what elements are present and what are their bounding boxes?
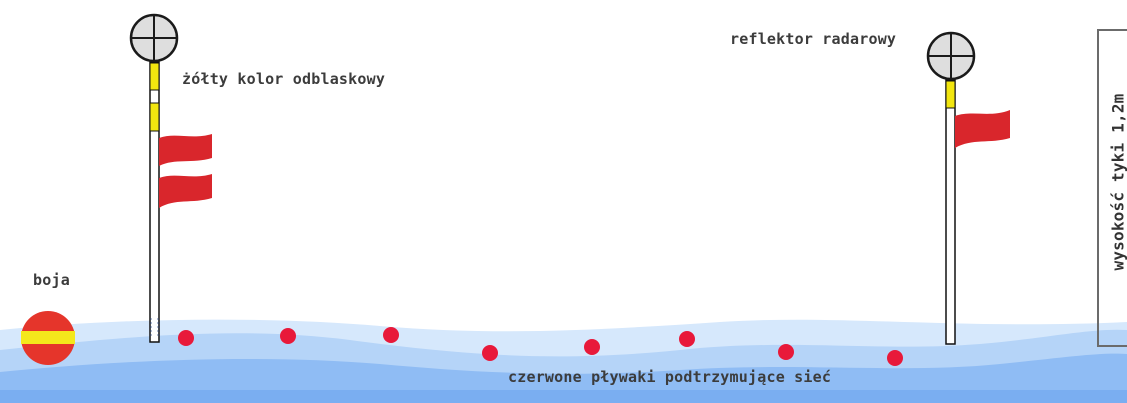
left-upper-flag-icon [159, 134, 212, 166]
floats [178, 327, 903, 366]
left-radar-reflector-icon [129, 13, 179, 63]
float-icon [679, 331, 695, 347]
buoy-icon [21, 311, 75, 365]
float-icon [383, 327, 399, 343]
float-icon [778, 344, 794, 360]
reflective-color-label: żółty kolor odblaskowy [182, 70, 386, 88]
right-pole [926, 31, 1010, 345]
left-reflective-band-bottom [149, 102, 160, 132]
left-pole [129, 13, 212, 343]
right-radar-reflector-icon [926, 31, 976, 81]
float-icon [482, 345, 498, 361]
pole-height-label: wysokość tyki 1,2m [1108, 93, 1127, 271]
water [0, 319, 1127, 403]
left-lower-flag-icon [159, 174, 212, 208]
floats-label: czerwone pływaki podtrzymujące sieć [508, 368, 832, 386]
right-flag-icon [955, 110, 1010, 148]
right-reflective-band [945, 80, 956, 109]
float-icon [178, 330, 194, 346]
height-dimension [1097, 29, 1127, 347]
left-reflective-band-top [149, 62, 160, 91]
right-pole-shaft [945, 79, 956, 345]
radar-reflector-label: reflektor radarowy [730, 30, 897, 48]
buoy-label: boja [33, 271, 70, 289]
float-icon [280, 328, 296, 344]
float-icon [887, 350, 903, 366]
water-bottom [0, 390, 1127, 403]
float-icon [584, 339, 600, 355]
